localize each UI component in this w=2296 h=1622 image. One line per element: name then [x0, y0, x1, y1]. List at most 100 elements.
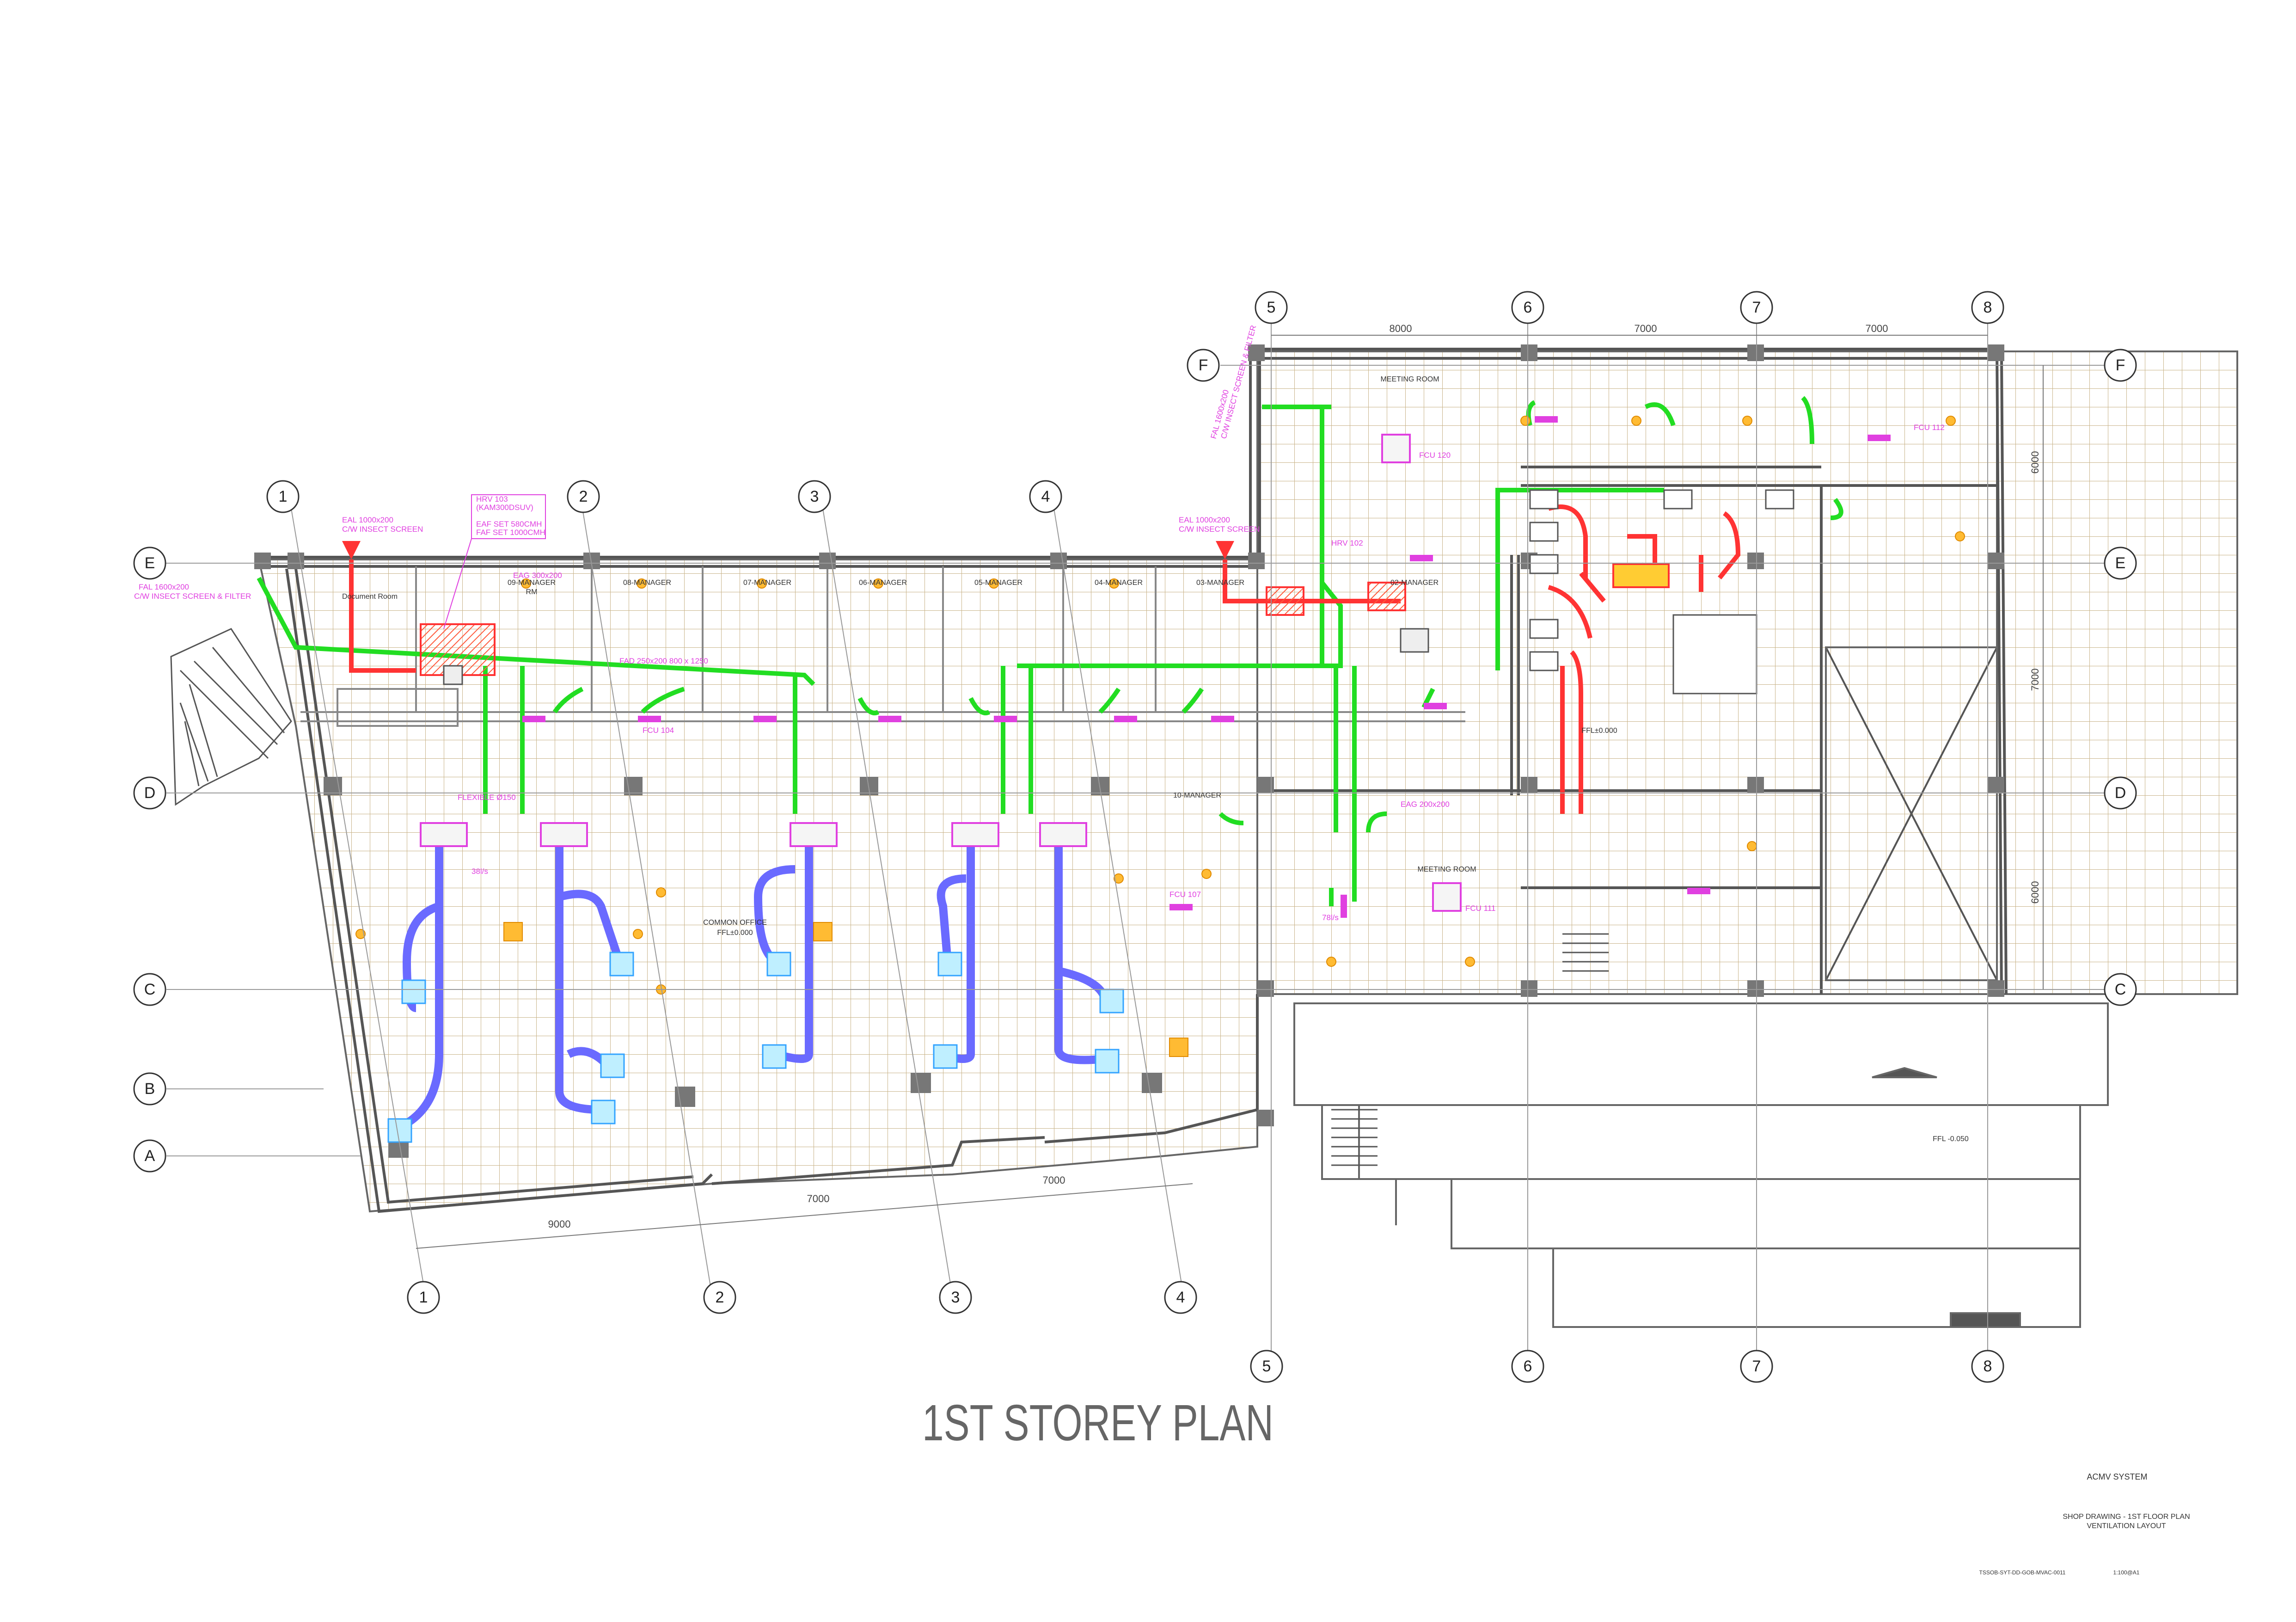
grid-label-top-6: 6 [1524, 299, 1532, 316]
note-fad: FAD 250x200 800 x 1250 [619, 657, 708, 665]
stair-lower-right [1331, 933, 1609, 1166]
grid-label-upper-3: 3 [810, 488, 819, 505]
dim-right-1: 6000 [2029, 451, 2041, 474]
exhaust-equipment [342, 541, 1670, 685]
dim-bottom-3: 7000 [1043, 1174, 1065, 1186]
fresh-air-ductwork [257, 396, 1843, 906]
note-fal-mid-2: C/W INSECT SCREEN & FILTER [1219, 324, 1258, 440]
exhaust-ductwork [349, 504, 1741, 814]
dim-top-2: 7000 [1635, 323, 1657, 334]
note-fcu-107: FCU 107 [1169, 890, 1201, 899]
grid-label-row-e: E [145, 554, 155, 572]
title-block: ACMV SYSTEM SHOP DRAWING - 1ST FLOOR PLA… [1979, 1472, 2190, 1576]
toilet-fixtures [1529, 489, 1794, 694]
room-08-manager: 08-MANAGER [623, 579, 671, 587]
dim-bottom-1: 9000 [548, 1218, 571, 1230]
room-02-manager: 02-MANAGER [1390, 579, 1439, 587]
grid-label-lower-1: 1 [419, 1289, 428, 1306]
dimension-lines [416, 335, 2044, 1249]
dim-bottom-2: 7000 [807, 1193, 830, 1204]
light-fixtures [355, 416, 1965, 1057]
grid-label-row-c-right: C [2115, 981, 2126, 998]
walls [254, 348, 2008, 1213]
room-meeting-top: MEETING ROOM [1380, 375, 1439, 383]
lower-structure [1293, 646, 2109, 1328]
title-scale: 1:100@A1 [2113, 1569, 2140, 1576]
room-03-manager: 03-MANAGER [1196, 579, 1244, 587]
room-10-manager: 10-MANAGER [1173, 792, 1221, 799]
note-eag-200: EAG 200x200 [1401, 800, 1450, 809]
plan-title: 1ST STOREY PLAN [922, 1395, 1274, 1451]
note-hrv-left-1: HRV 103 [476, 495, 508, 504]
room-document: Document Room [342, 593, 398, 601]
note-fal-left: FAL 1600x200 [139, 583, 189, 591]
grid-label-bottom-5: 5 [1262, 1358, 1271, 1375]
grid-label-row-d-right: D [2115, 784, 2126, 802]
note-fcu-111: FCU 111 [1465, 904, 1496, 913]
note-eal-mid-2: C/W INSECT SCREEN [1179, 525, 1260, 534]
grid-label-lower-4: 4 [1176, 1289, 1185, 1306]
supply-diffusers [387, 952, 1124, 1143]
note-flow-78: 78l/s [1322, 913, 1339, 922]
grid-bubbles [133, 291, 2137, 1383]
hrv-callout [443, 494, 546, 629]
room-09-manager: 09-MANAGER [508, 579, 556, 587]
dim-top-1: 8000 [1390, 323, 1412, 334]
grid-lines [162, 324, 2126, 1364]
grid-label-row-a: A [145, 1147, 155, 1165]
dim-right-3: 6000 [2029, 881, 2041, 904]
room-common-office: COMMON OFFICE [703, 919, 767, 927]
dim-right-2: 7000 [2029, 669, 2041, 691]
note-hrv-left-2: (KAM300DSUV) [476, 503, 533, 512]
room-06-manager: 06-MANAGER [859, 579, 907, 587]
note-fcu-104: FCU 104 [643, 726, 674, 735]
room-labels: MEETING ROOM MEETING ROOM Document Room … [342, 375, 1969, 1143]
grid-label-lower-3: 3 [951, 1289, 960, 1306]
room-07-manager: 07-MANAGER [743, 579, 791, 587]
note-eal-left: EAL 1000x200 [342, 516, 393, 524]
grid-label-row-d: D [144, 784, 156, 802]
note-fal-left-2: C/W INSECT SCREEN & FILTER [134, 592, 251, 601]
grid-label-bottom-8: 8 [1984, 1358, 1992, 1375]
dimension-text: 8000 7000 7000 6000 7000 6000 9000 7000 … [548, 323, 2041, 1230]
title-line2: VENTILATION LAYOUT [2087, 1522, 2166, 1530]
note-flexible: FLEXIBLE Ø150 [458, 793, 516, 802]
note-eag: EAG 300x200 [513, 571, 562, 580]
grid-label-upper-1: 1 [279, 488, 288, 505]
grid-label-top-8: 8 [1984, 299, 1992, 316]
structural-columns [254, 344, 2004, 1158]
room-meeting-mid: MEETING ROOM [1417, 866, 1476, 873]
grid-label-bottom-7: 7 [1752, 1358, 1761, 1375]
dim-top-3: 7000 [1866, 323, 1888, 334]
note-eal-left-2: C/W INSECT SCREEN [342, 525, 423, 534]
note-hrv-mid: HRV 102 [1331, 539, 1363, 547]
grid-label-top-5: 5 [1267, 299, 1276, 316]
grid-label-bottom-6: 6 [1524, 1358, 1532, 1375]
grid-label-upper-2: 2 [579, 488, 588, 505]
room-rm-label: RM [526, 588, 538, 596]
grid-label-lower-2: 2 [716, 1289, 724, 1306]
note-fcu-112: FCU 112 [1914, 423, 1945, 432]
title-system: ACMV SYSTEM [2087, 1472, 2147, 1481]
grid-label-row-e-right: E [2115, 554, 2126, 572]
grid-label-row-b: B [145, 1080, 155, 1098]
grid-label-row-f-left: F [1199, 356, 1208, 374]
grid-bubble-labels: 5 6 7 8 5 6 7 8 1 2 3 4 1 2 3 4 E D C B … [144, 299, 2126, 1375]
title-line1: SHOP DRAWING - 1ST FLOOR PLAN [2063, 1513, 2190, 1521]
note-eal-mid: EAL 1000x200 [1179, 516, 1230, 524]
grid-label-top-7: 7 [1752, 299, 1761, 316]
room-04-manager: 04-MANAGER [1095, 579, 1143, 587]
room-ffl-right: FFL±0.000 [1581, 727, 1617, 735]
note-hrv-left-4: FAF SET 1000CMH [476, 528, 545, 537]
title-drawing-number: TSSOB-SYT-DD-GOB-MVAC-0011 [1979, 1569, 2066, 1576]
fan-coil-units [420, 434, 1462, 912]
room-ffl-lower: FFL -0.050 [1933, 1135, 1969, 1143]
grid-label-row-c: C [144, 981, 156, 998]
note-fcu-120: FCU 120 [1419, 451, 1451, 460]
note-hrv-left-3: EAF SET 580CMH [476, 520, 542, 528]
note-flow-38: 38l/s [471, 867, 488, 876]
grid-label-upper-4: 4 [1041, 488, 1050, 505]
grid-label-row-f-right: F [2116, 356, 2125, 374]
room-05-manager: 05-MANAGER [974, 579, 1022, 587]
